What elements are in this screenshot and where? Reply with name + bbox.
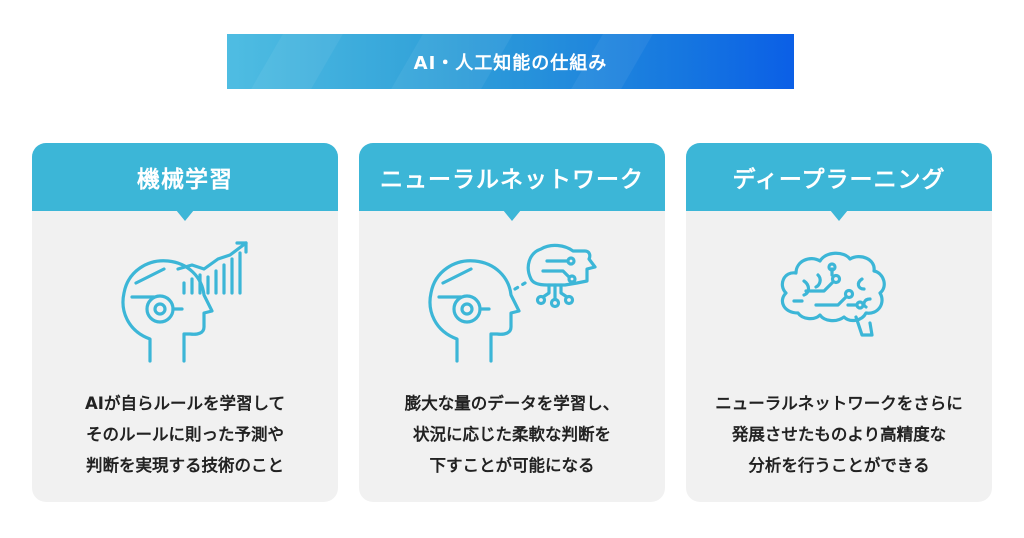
brain-circuit-icon [780, 251, 886, 337]
title-banner: AI・人工知能の仕組み [227, 34, 794, 89]
card-neural-network: ニューラルネットワーク 膨大な量のデータを学習し、 [359, 143, 665, 502]
card-description: ニューラルネットワークをさらに 発展させたものより高精度な 分析を行うことができ… [696, 388, 982, 481]
description-line: 下すことが可能になる [429, 456, 595, 475]
card-description: 膨大な量のデータを学習し、 状況に応じた柔軟な判断を 下すことが可能になる [369, 388, 655, 481]
description-line: 分析を行うことができる [748, 456, 930, 475]
card-title: 機械学習 [137, 167, 233, 193]
description-line: AIが自らルールを学習して [85, 394, 285, 413]
card-header: 機械学習 [32, 143, 338, 221]
card-description: AIが自らルールを学習して そのルールに則った予測や 判断を実現する技術のこと [42, 388, 328, 481]
description-line: そのルールに則った予測や [86, 425, 284, 444]
card-title: ディープラーニング [732, 167, 946, 193]
description-line: 状況に応じた柔軟な判断を [413, 425, 611, 444]
card-title: ニューラルネットワーク [380, 167, 644, 193]
description-line: 膨大な量のデータを学習し、 [404, 394, 620, 413]
ai-head-growth-chart-icon [121, 241, 248, 363]
card-machine-learning: 機械学習 AIが自らルールを学習して そのルールに則った予測 [32, 143, 338, 502]
ai-head-neural-circuit-icon [428, 243, 597, 363]
card-deep-learning: ディープラーニング ニューラルネットワークをさらに 発展させたものより高精 [686, 143, 992, 502]
banner-title: AI・人工知能の仕組み [413, 52, 608, 74]
card-header: ディープラーニング [686, 143, 992, 221]
description-line: 発展させたものより高精度な [731, 425, 947, 444]
description-line: 判断を実現する技術のこと [86, 456, 284, 475]
description-line: ニューラルネットワークをさらに [715, 394, 963, 413]
card-header: ニューラルネットワーク [359, 143, 665, 221]
